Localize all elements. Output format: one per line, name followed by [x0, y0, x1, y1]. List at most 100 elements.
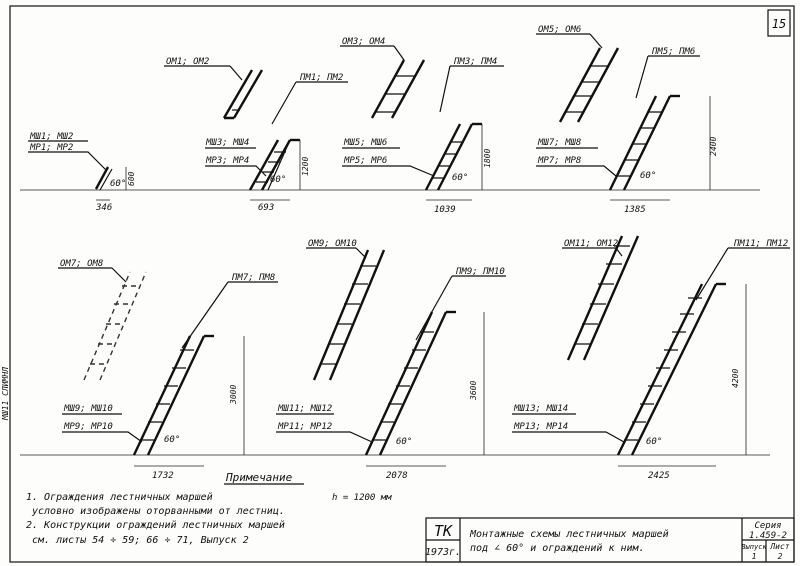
base-value: 1732 [152, 471, 174, 481]
height-value: 3600 [469, 381, 478, 401]
label-mr: МР11; МР12 [277, 422, 332, 432]
stair-treads [256, 151, 286, 183]
leader-line [271, 81, 297, 125]
label-top: ОМ3; ОМ4 [342, 37, 385, 47]
angle-value: 60° [270, 175, 286, 185]
label-rail: ПМ1; ПМ2 [299, 73, 343, 83]
sheet-frame [9, 5, 795, 563]
note-line-3: 2. Конструкции ограждений лестничных мар… [26, 519, 285, 531]
leader-line [695, 247, 729, 301]
label-rail: ПМ5; ПМ6 [651, 47, 695, 57]
sheet-number: 15 [772, 17, 786, 31]
leader-line [62, 431, 143, 443]
leader-line [512, 431, 625, 443]
note-line-2: условно изображены оторванными от лестни… [31, 505, 285, 517]
leader-line [355, 247, 367, 259]
label-top: ОМ11; ОМ12 [564, 239, 618, 249]
issue-value: 1 [752, 552, 757, 561]
height-value: 1200 [301, 157, 310, 176]
guard-rungs-dashed [90, 285, 138, 365]
stair-unit-b: ОМ3; ОМ4 ПМ3; ПМ4 МШ5; МШ6 МР5; МР6 1800… [340, 37, 540, 215]
base-value: 346 [95, 203, 112, 213]
stair-unit-c: ОМ5; ОМ6 ПМ5; ПМ6 МШ7; МШ8 МР7; МР8 2400… [536, 25, 760, 215]
stair-treads [140, 349, 194, 441]
label-sh: МШ1; МШ2 [29, 132, 73, 142]
guard-ladder-dashed [83, 271, 147, 381]
stair-treads [432, 141, 462, 179]
title-code: ТК [434, 522, 453, 540]
guard-rungs [376, 75, 416, 113]
series-value: 1.459-2 [749, 531, 787, 541]
angle-value: 60° [110, 179, 126, 189]
label-sh: МШ9; МШ10 [63, 404, 113, 414]
label-top: ОМ7; ОМ8 [60, 259, 103, 269]
angle-value: 60° [396, 437, 412, 447]
angle-value: 60° [452, 173, 468, 183]
label-sh: МШ5; МШ6 [343, 138, 387, 148]
label-top: ОМ9; ОМ10 [308, 239, 357, 249]
stair-treads [372, 331, 434, 441]
stair-stringer [424, 123, 474, 191]
label-mr: МР3; МР4 [205, 156, 249, 166]
stair-unit-s: МШ1; МШ2 МР1; МР2 600 60° 346 [20, 132, 150, 213]
leader-line [342, 165, 435, 177]
label-mr: МР13; МР14 [513, 422, 568, 432]
label-mr: МР1; МР2 [29, 143, 73, 153]
leader-line [229, 65, 243, 81]
base-value: 2425 [648, 471, 670, 481]
stair-unit-f: ОМ11; ОМ12 ПМ11; ПМ12 МШ13; МШ14 МР13; М… [512, 235, 790, 481]
leader-line [415, 275, 453, 341]
leader-line [635, 55, 649, 99]
leader-line [615, 247, 623, 257]
label-top: ОМ5; ОМ6 [538, 25, 581, 35]
label-mr: МР5; МР6 [343, 156, 387, 166]
stair-stringer [364, 311, 448, 456]
title-line-1: Монтажные схемы лестничных маршей [469, 528, 669, 540]
label-sh: МШ7; МШ8 [537, 138, 581, 148]
guard-rungs [574, 245, 630, 345]
base-value: 1385 [624, 205, 646, 215]
label-sh: МШ13; МШ14 [513, 404, 568, 414]
guard-rungs [320, 265, 376, 365]
leader-line [181, 281, 229, 349]
title-line-2: под ∠ 60° и ограждений к ним. [470, 542, 645, 554]
title-block: ТК 1973г. Монтажные схемы лестничных мар… [425, 517, 795, 563]
note-line-4: см. листы 54 ÷ 59; 66 ÷ 71, Выпуск 2 [32, 535, 249, 546]
base-value: 2078 [386, 471, 408, 481]
label-rail: ПМ7; ПМ8 [231, 273, 275, 283]
notes-block: Примечание 1. Ограждения лестничных марш… [26, 471, 392, 546]
height-value: 1800 [483, 149, 492, 168]
sheet-value: 2 [778, 552, 783, 561]
leader-line [393, 45, 405, 61]
stair-treads [624, 297, 702, 441]
stair-stringer [94, 166, 110, 190]
label-rail: ПМ11; ПМ12 [733, 239, 788, 249]
stair-unit-a: ОМ1; ОМ2 ПМ1; ПМ2 МШ3; МШ4 МР3; МР4 1200… [150, 57, 348, 213]
label-rail: ПМ3; ПМ4 [453, 57, 497, 67]
height-value: 2400 [709, 137, 718, 156]
series-label: Серия [754, 521, 781, 531]
guard-rungs [566, 65, 608, 113]
label-mr: МР9; МР10 [63, 422, 113, 432]
label-mr: МР7; МР8 [537, 156, 581, 166]
notes-title: Примечание [225, 471, 293, 484]
leader-line [111, 267, 127, 283]
height-value: 4200 [731, 369, 740, 388]
stair-stringer [616, 283, 718, 456]
label-rail: ПМ9; ПМ10 [455, 267, 505, 277]
note-line-1b: h = 1200 мм [332, 493, 392, 503]
leader-line [28, 151, 107, 171]
angle-value: 60° [164, 435, 180, 445]
railing [267, 139, 291, 191]
guard-ladder [558, 47, 620, 123]
leader-line [536, 165, 617, 177]
stair-treads [616, 111, 662, 177]
guard-ladder [566, 235, 640, 361]
title-block-frame [425, 517, 795, 563]
base-value: 693 [258, 203, 274, 213]
stair-unit-e: ОМ9; ОМ10 ПМ9; ПМ10 МШ11; МШ12 МР11; МР1… [276, 239, 520, 481]
stair-unit-d: ОМ7; ОМ8 ПМ7; ПМ8 МШ9; МШ10 МР9; МР10 30… [20, 259, 280, 481]
sheet-number-box [767, 9, 791, 37]
leader-line [589, 33, 603, 49]
angle-value: 60° [646, 437, 662, 447]
